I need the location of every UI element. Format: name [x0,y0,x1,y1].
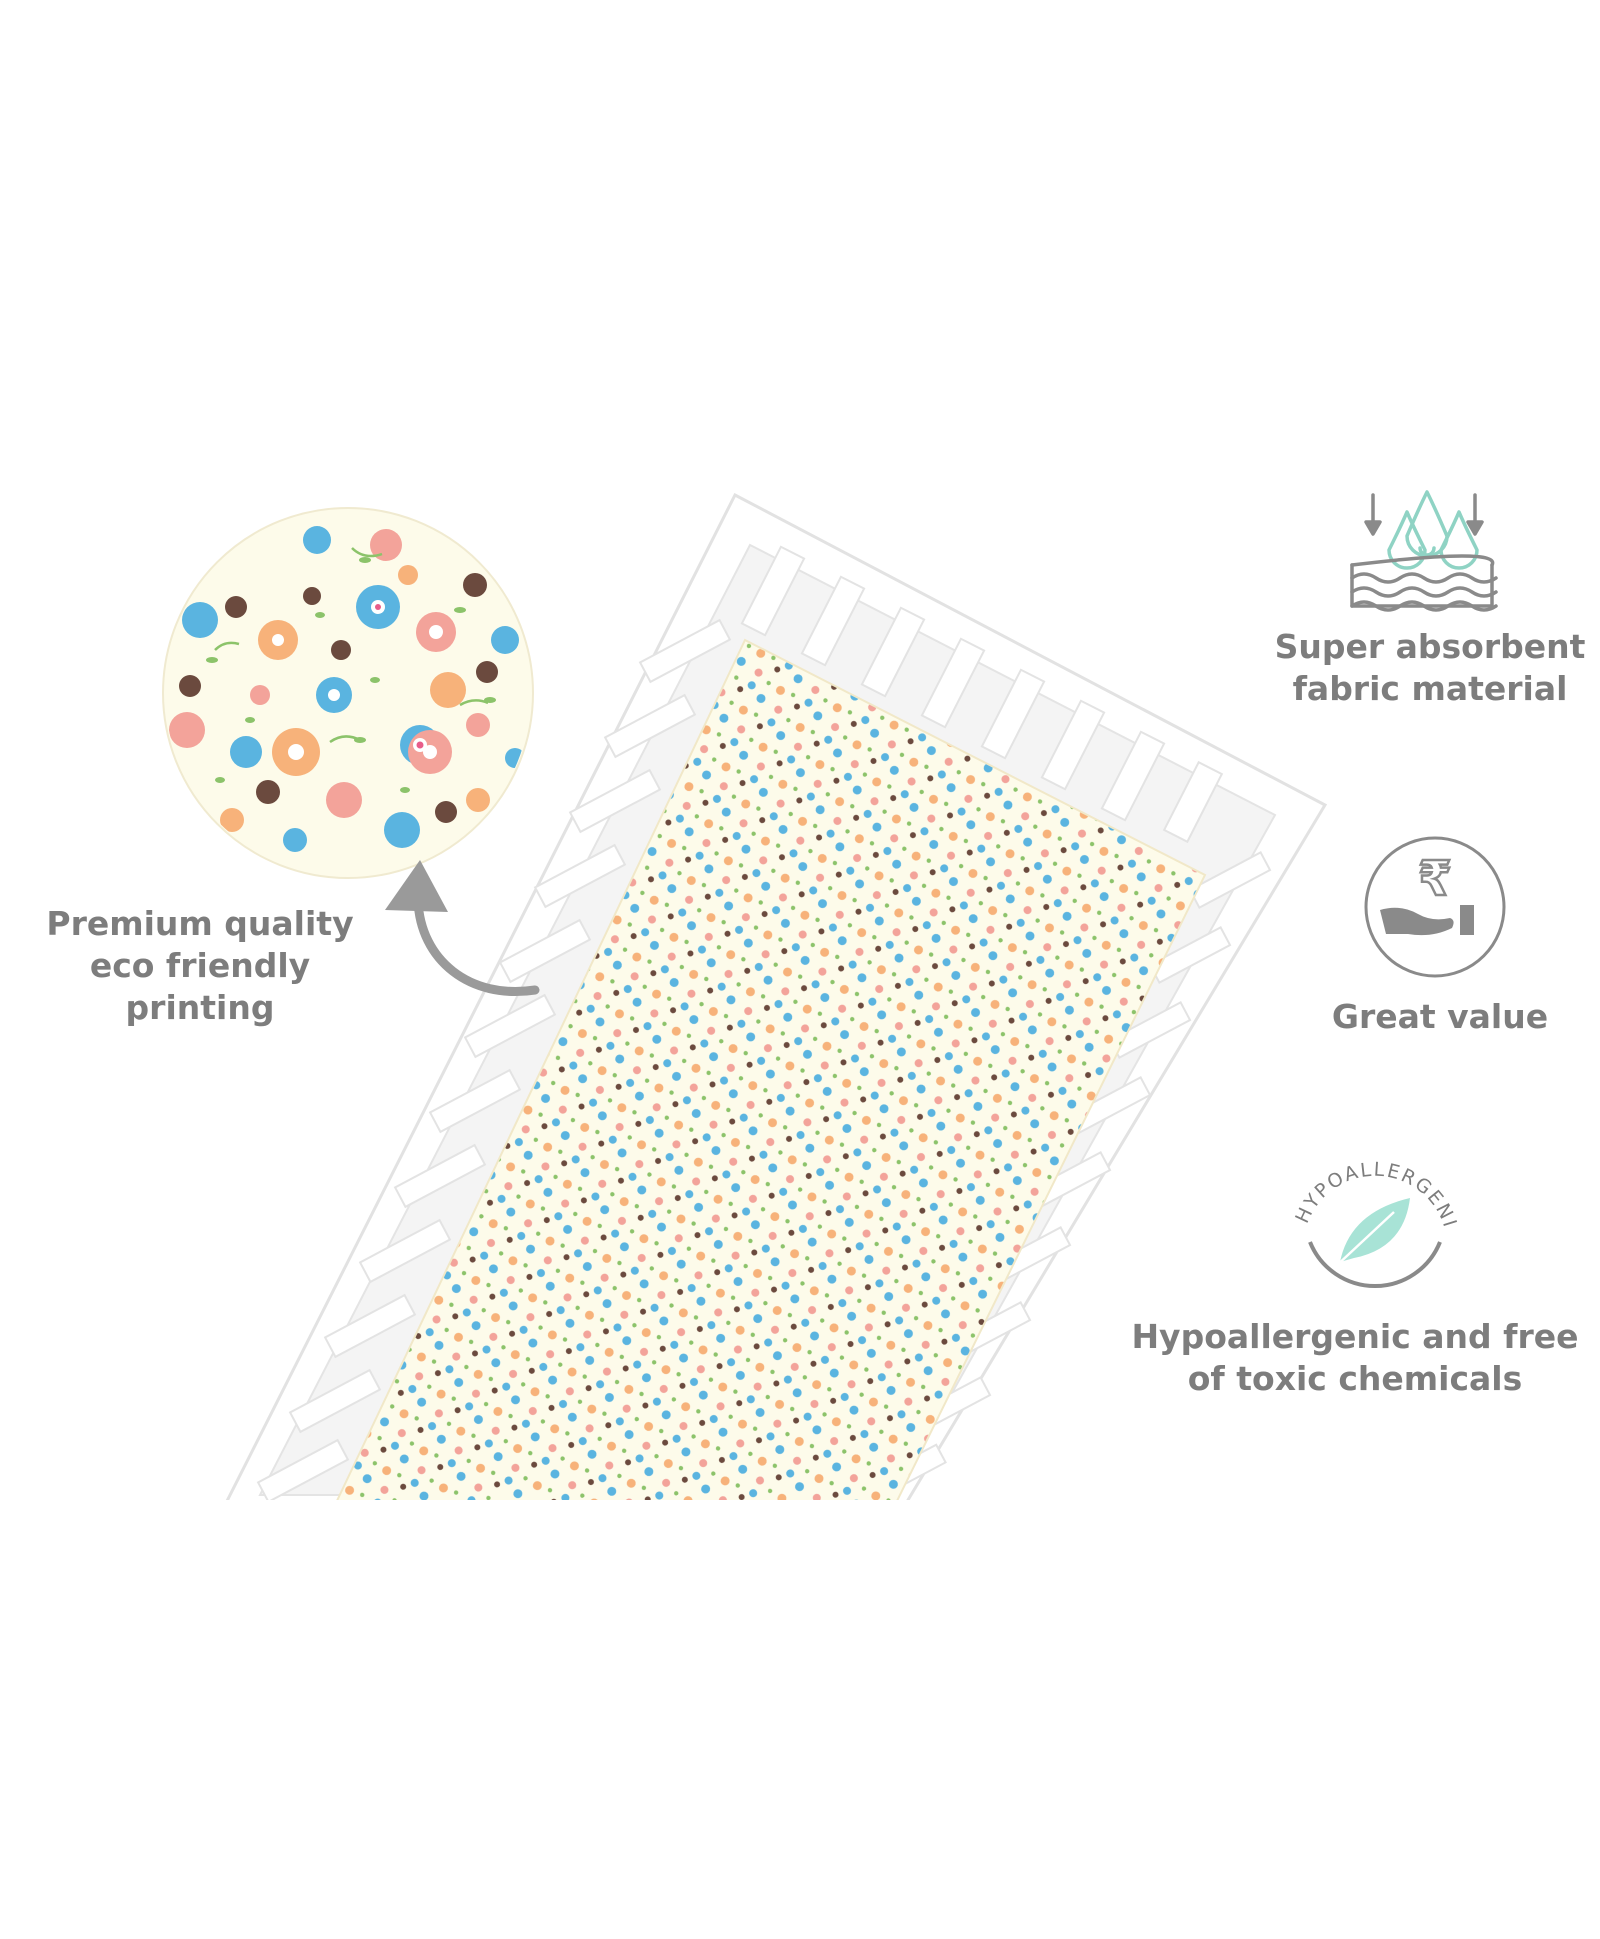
zoom-arrow-icon [385,860,540,996]
feature-hypoallergenic-line2: of toxic chemicals [1187,1359,1523,1398]
feature-printing-line1: Premium quality [46,904,354,943]
badge-arc-line [1308,1241,1442,1289]
fitted-sheet [336,638,1207,1500]
feature-hypoallergenic-label: Hypoallergenic and free of toxic chemica… [1110,1316,1600,1400]
print-zoom-circle [162,507,534,879]
water-drops-layers-icon [1350,490,1498,612]
feather-icon [1333,1198,1410,1269]
feature-printing-line3: printing [125,988,275,1027]
feature-printing-line2: eco friendly [89,946,311,985]
crib [225,492,1328,1500]
svg-text:₹: ₹ [1418,851,1451,907]
feature-hypoallergenic-line1: Hypoallergenic and free [1131,1317,1579,1356]
feature-value-label: Great value [1280,996,1600,1038]
feature-absorbent-line1: Super absorbent [1274,627,1586,666]
feature-absorbent-label: Super absorbent fabric material [1270,626,1590,710]
feature-printing-label: Premium quality eco friendly printing [40,903,360,1029]
rupee-hand-icon: ₹ [1364,836,1506,978]
feature-absorbent-line2: fabric material [1292,669,1568,708]
feature-value-line1: Great value [1331,997,1549,1036]
